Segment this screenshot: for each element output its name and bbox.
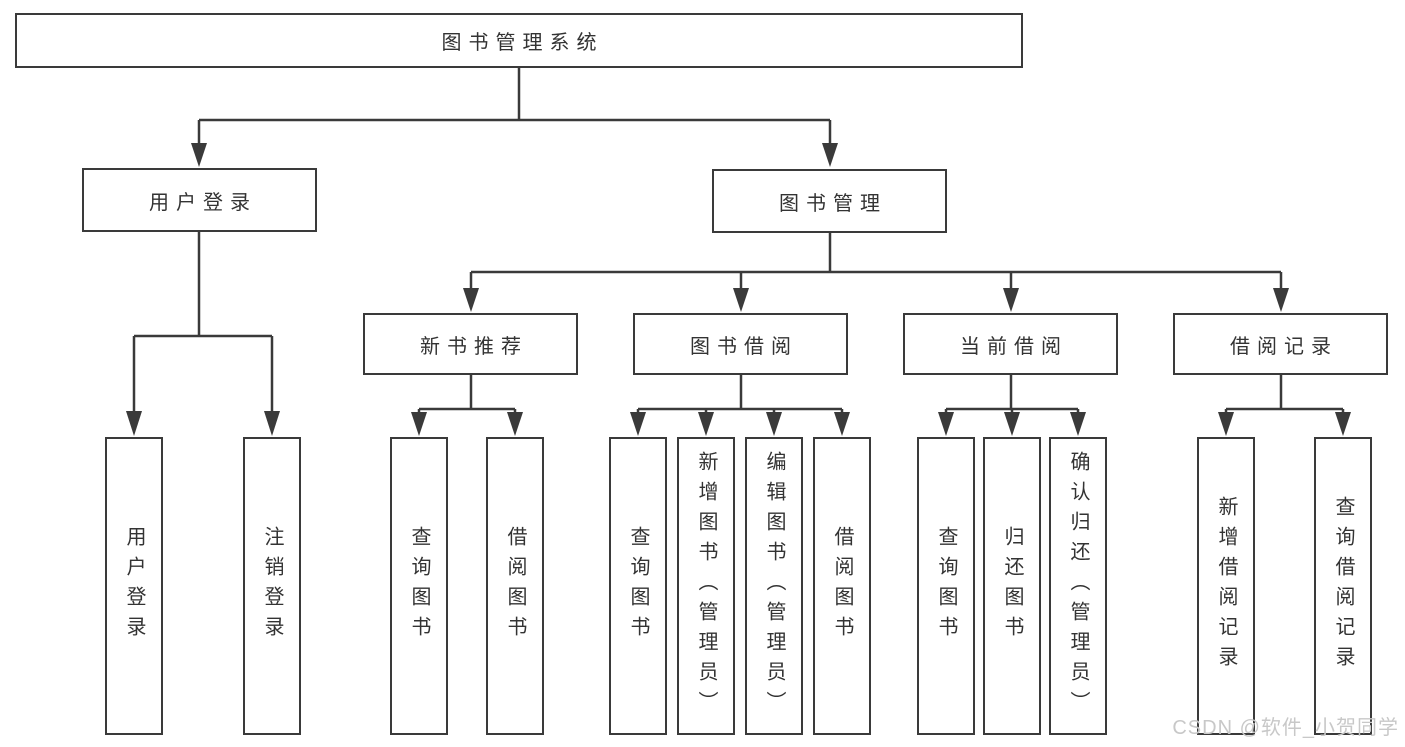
node-label: 归还图书 (1001, 526, 1023, 646)
node-label: 借阅记录 (1230, 335, 1338, 358)
node-label: 用户登录 (149, 191, 257, 214)
node-label: 查询图书 (627, 526, 649, 646)
node-root: 图书管理系统 (15, 13, 1023, 68)
node-label: 借阅图书 (831, 526, 853, 646)
node-label: 查询图书 (408, 526, 430, 646)
leaf-return-book: 归还图书 (983, 437, 1041, 735)
arrowheads (126, 143, 1351, 436)
csdn-watermark: CSDN @软件_小贺同学 (1172, 717, 1399, 739)
node-label: 当前借阅 (960, 335, 1068, 358)
leaf-user-login: 用户登录 (105, 437, 163, 735)
leaf-query-borrow-record: 查询借阅记录 (1314, 437, 1372, 735)
node-current-borrow: 当前借阅 (903, 313, 1118, 375)
leaf-borrow-books-recommend: 借阅图书 (486, 437, 544, 735)
node-label: 借阅图书 (504, 526, 526, 646)
node-label: 新增图书（管理员） (695, 451, 717, 721)
leaf-edit-book-admin: 编辑图书（管理员） (745, 437, 803, 735)
node-label: 图书借阅 (690, 335, 798, 358)
leaf-query-books-borrow: 查询图书 (609, 437, 667, 735)
leaf-query-books-current: 查询图书 (917, 437, 975, 735)
node-label: 图书管理系统 (441, 32, 604, 54)
node-label: 新书推荐 (420, 335, 528, 358)
node-label: 查询借阅记录 (1332, 496, 1354, 676)
node-label: 查询图书 (935, 526, 957, 646)
node-book-borrow: 图书借阅 (633, 313, 848, 375)
leaf-add-book-admin: 新增图书（管理员） (677, 437, 735, 735)
node-new-book-recommend: 新书推荐 (363, 313, 578, 375)
leaf-logout: 注销登录 (243, 437, 301, 735)
node-label: 注销登录 (261, 526, 283, 646)
node-label: 图书管理 (779, 192, 887, 215)
leaf-add-borrow-record: 新增借阅记录 (1197, 437, 1255, 735)
connector-paths (132, 68, 1345, 416)
node-label: 用户登录 (123, 526, 145, 646)
leaf-borrow-books: 借阅图书 (813, 437, 871, 735)
node-borrow-records: 借阅记录 (1173, 313, 1388, 375)
node-user-login: 用户登录 (82, 168, 317, 232)
node-book-management: 图书管理 (712, 169, 947, 233)
node-label: 确认归还（管理员） (1067, 451, 1089, 721)
leaf-query-books-recommend: 查询图书 (390, 437, 448, 735)
node-label: 新增借阅记录 (1215, 496, 1237, 676)
node-label: 编辑图书（管理员） (763, 451, 785, 721)
leaf-confirm-return-admin: 确认归还（管理员） (1049, 437, 1107, 735)
